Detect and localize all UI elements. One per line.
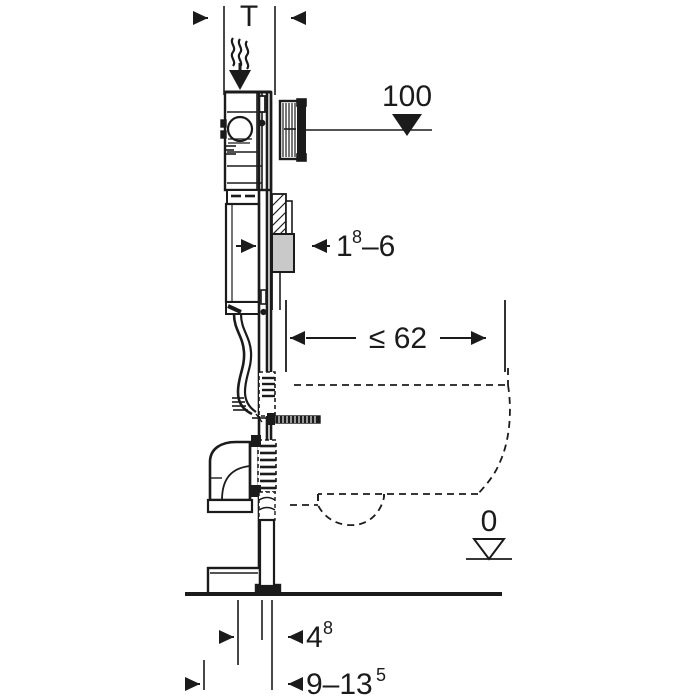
level-marker-0: 0 [466,505,512,561]
dimension-label-offset-small-sup: 8 [323,618,333,638]
bottom-dimensions: 4 8 9–13 5 [185,600,386,700]
dimension-projection: ≤ 62 [285,300,506,372]
wc-ceramic-outline [290,368,511,526]
dimension-depth-T: T [193,0,306,95]
dimension-offset-large: 9–13 5 [185,665,386,700]
dimension-label-offset-large: 9–13 [306,668,373,700]
dimension-label-offset-large-sup: 5 [376,665,386,685]
wall-section [271,193,295,310]
airflow-icon [229,37,251,90]
wall-stud-bolt [252,413,321,425]
frame-foot [206,518,282,596]
dimension-label-offset-small: 4 [306,621,323,654]
actuator-plate [278,98,307,162]
frame-element [220,90,273,594]
dimension-wall-thickness: 1 8 –6 [236,227,395,263]
filled-triangle-down-icon [392,114,422,136]
dimension-label-wall-thickness-tail: –6 [362,230,395,263]
level-marker-100: 100 [382,80,432,136]
dimension-label-wall-thickness: 1 [336,230,353,263]
finished-wall-block [271,233,295,273]
level-label-0: 0 [481,505,498,538]
level-label-100: 100 [382,80,432,113]
outline-triangle-down-icon [472,538,506,561]
flush-and-waste-assembly [206,304,321,521]
dimension-label-projection: ≤ 62 [369,322,427,355]
dimension-label-wall-thickness-sup: 8 [352,227,362,247]
dimension-offset-small: 4 8 [219,618,333,654]
dimension-label-depth: T [240,0,258,33]
